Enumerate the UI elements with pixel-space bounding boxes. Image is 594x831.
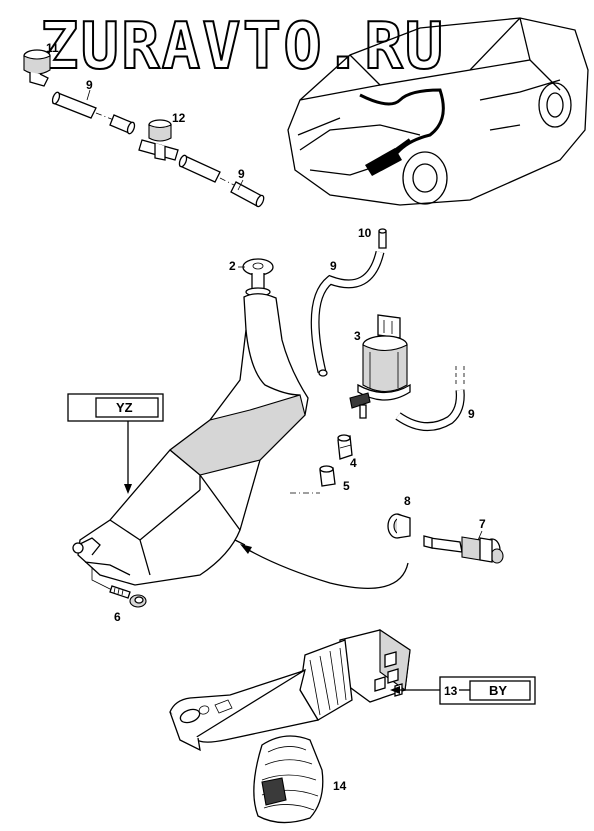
callout-9-d: 9 [468, 407, 475, 421]
code-by: BY [489, 683, 507, 698]
label-box-yz: 1 YZ [67, 393, 164, 494]
callout-6: 6 [114, 610, 121, 624]
assembly-arrow [240, 544, 409, 589]
callout-2: 2 [229, 259, 236, 273]
connector-10: 10 [358, 226, 387, 249]
callout-8: 8 [404, 494, 411, 508]
callout-7: 7 [479, 517, 486, 531]
washer-pump-3: 3 [349, 314, 411, 419]
level-sensor-7: 7 [423, 517, 504, 564]
code-yz: YZ [116, 400, 133, 415]
rubber-boot-14: 14 [253, 735, 347, 824]
watermark-text: ZURAVTO.RU [40, 10, 445, 84]
seal-5: 5 [290, 465, 350, 494]
washer-nozzle-12: 12 [138, 111, 186, 161]
hose-9-upper: 9 [51, 78, 136, 135]
callout-11: 11 [46, 41, 59, 55]
callout-10: 10 [358, 226, 372, 240]
callout-3: 3 [354, 329, 361, 343]
label-box-by: 13 BY [390, 676, 536, 705]
callout-12: 12 [172, 111, 186, 125]
car-outline [287, 17, 589, 206]
callout-13: 13 [444, 684, 458, 698]
grommet-8: 8 [387, 494, 411, 539]
callout-5: 5 [343, 479, 350, 493]
callout-4: 4 [350, 456, 357, 470]
washer-reservoir-1 [72, 293, 309, 586]
callout-14: 14 [333, 779, 347, 793]
washer-nozzle-11: 11 [23, 41, 59, 87]
grommet-4: 4 [337, 434, 357, 470]
callout-9-b: 9 [238, 167, 245, 181]
callout-9-a: 9 [86, 78, 93, 92]
filler-cap-2: 2 [229, 258, 274, 297]
hose-9-lower: 9 [178, 154, 265, 208]
callout-9-c: 9 [330, 259, 337, 273]
hose-9-right: 9 [395, 365, 475, 431]
screw-6: 6 [91, 567, 147, 624]
wiper-switch-13 [169, 628, 411, 752]
hose-9-curved: 9 [310, 250, 385, 377]
